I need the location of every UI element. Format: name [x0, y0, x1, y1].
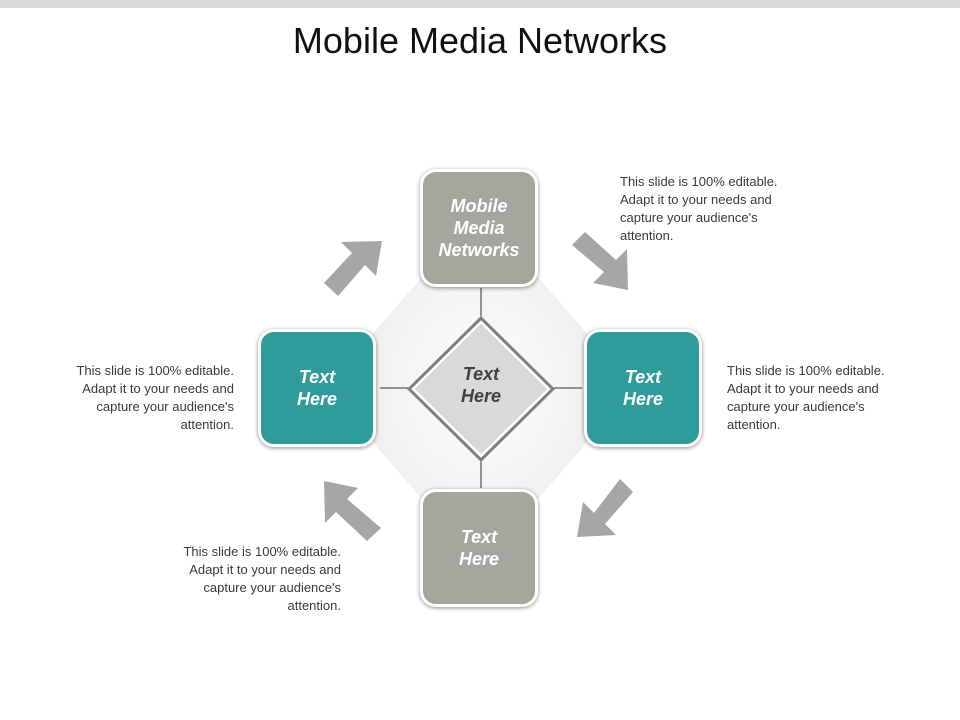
note-right: This slide is 100% editable. Adapt it to…: [727, 363, 885, 432]
note-left: This slide is 100% editable. Adapt it to…: [76, 363, 234, 432]
arrow-up-left: [324, 481, 381, 541]
center-label: Text Here: [460, 364, 502, 406]
box-left: Text Here: [258, 329, 376, 447]
top-bar: [0, 0, 960, 8]
slide-title: Mobile Media Networks: [292, 20, 668, 61]
center-diamond: [411, 320, 551, 458]
note-top-right: This slide is 100% editable. Adapt it to…: [620, 174, 778, 243]
note-bottom-left: This slide is 100% editable. Adapt it to…: [183, 544, 341, 613]
box-bottom: Text Here: [420, 489, 538, 607]
arrow-down-right: [572, 232, 628, 290]
box-right: Text Here: [584, 329, 702, 447]
arrow-down-left: [577, 479, 633, 537]
arrow-up-right: [324, 241, 382, 296]
box-top: Mobile Media Networks: [420, 169, 538, 287]
